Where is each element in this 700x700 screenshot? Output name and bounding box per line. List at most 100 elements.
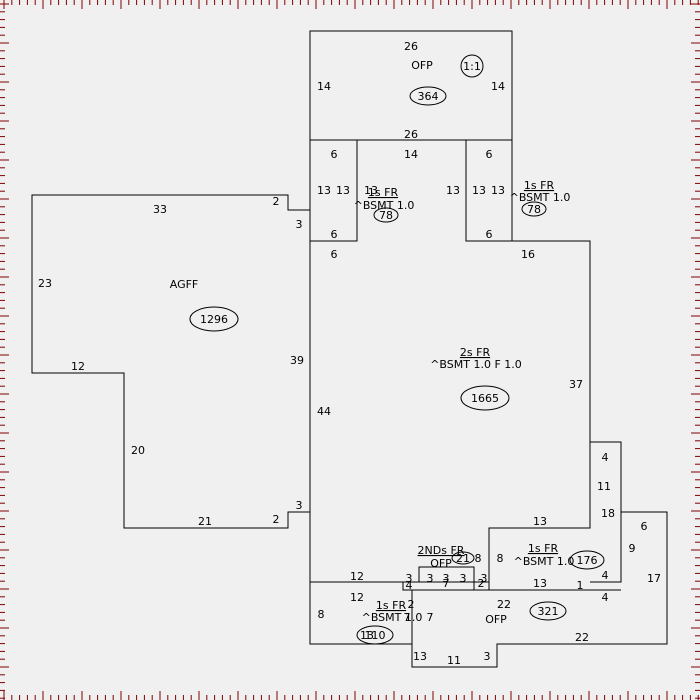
dimension-label: 2 — [408, 598, 415, 611]
agff-area: 1296 — [200, 313, 228, 326]
dimension-label: 3 — [481, 572, 488, 585]
dimension-label: 3 — [460, 572, 467, 585]
dimension-label: 13 — [472, 184, 486, 197]
dimension-label: 13 — [413, 650, 427, 663]
dimension-label: 6 — [486, 228, 493, 241]
dimension-label: 44 — [317, 405, 331, 418]
fr-left-sub: ^BSMT 1.0 — [354, 199, 415, 212]
dimension-label: 22 — [575, 631, 589, 644]
outline-ofp-se — [411, 511, 668, 668]
scale-circle — [460, 54, 484, 78]
area-ellipse-ofp-bottom — [529, 601, 567, 621]
area-ellipse-2nds — [451, 551, 475, 565]
dimension-label: 3 — [406, 572, 413, 585]
outline-fr-se — [488, 582, 621, 591]
fr-right-area: 78 — [527, 203, 541, 216]
dimension-label: 3 — [427, 572, 434, 585]
fr-se-code: 1s FR — [528, 542, 559, 555]
dimension-label: 4 — [602, 451, 609, 464]
dimension-label: 2 — [273, 513, 280, 526]
dimension-label: 3 — [296, 218, 303, 231]
dimension-label: 12 — [350, 591, 364, 604]
dimension-label: 8 — [497, 552, 504, 565]
dimension-label: 6 — [331, 228, 338, 241]
dimension-label: 7 — [404, 611, 411, 624]
dimension-label: 4 — [602, 569, 609, 582]
fr-se-sub: ^BSMT 1.0 — [514, 555, 575, 568]
dimension-label: 26 — [404, 128, 418, 141]
dimension-label: 2 — [273, 195, 280, 208]
dimension-label: 7 — [427, 611, 434, 624]
ofp-top-area: 364 — [418, 90, 439, 103]
dimension-label: 14 — [317, 80, 331, 93]
dimension-label: 2 — [478, 577, 485, 590]
dimension-label: 11 — [597, 480, 611, 493]
outline-main — [309, 240, 591, 582]
dimension-label: 14 — [404, 148, 418, 161]
dimension-label: 3 — [296, 499, 303, 512]
dimension-label: 3 — [484, 650, 491, 663]
area-ellipse-ofp-top — [409, 86, 447, 106]
dimension-label: 14 — [491, 80, 505, 93]
dimension-label: 39 — [290, 354, 304, 367]
dimension-label: 16 — [521, 248, 535, 261]
dimension-label: 6 — [486, 148, 493, 161]
dimension-label: 8 — [475, 552, 482, 565]
ofp-bottom-area: 321 — [538, 605, 559, 618]
dimension-label: 12 — [350, 570, 364, 583]
main-sub: ^BSMT 1.0 F 1.0 — [430, 358, 522, 371]
main-area: 1665 — [471, 392, 499, 405]
outline-fr-right — [465, 140, 513, 242]
dimension-label: 7 — [443, 577, 450, 590]
dimension-label: 6 — [331, 148, 338, 161]
area-ellipse-agff — [189, 306, 239, 332]
dimension-labels: 26 14 14 26 6 14 6 13 13 13 13 13 13 6 6… — [38, 40, 661, 667]
dimension-label: 26 — [404, 40, 418, 53]
ofp-top-code: OFP — [411, 59, 433, 72]
main-code: 2s FR — [460, 346, 491, 359]
fr-left-code: 1s FR — [368, 186, 399, 199]
ofp-bottom-code: OFP — [485, 613, 507, 626]
scale-label: 1:1 — [463, 60, 481, 73]
fr-sw-sub: ^BSMT 1.0 — [362, 611, 423, 624]
agff-code: AGFF — [170, 278, 199, 291]
dimension-label: 23 — [38, 277, 52, 290]
dimension-label: 22 — [497, 598, 511, 611]
outline-agff — [31, 194, 310, 529]
fr-right-code: 1s FR — [524, 179, 555, 192]
dimension-label: 13 — [533, 577, 547, 590]
dimension-label: 12 — [71, 360, 85, 373]
dimension-label: 13 — [317, 184, 331, 197]
area-ellipse-fr-right — [521, 201, 547, 217]
area-ellipse-main — [460, 385, 510, 411]
outline-2nds — [418, 566, 489, 590]
dimension-label: 11 — [447, 654, 461, 667]
dimension-label: 9 — [629, 542, 636, 555]
fr-sw-area: 110 — [365, 629, 386, 642]
dimension-label: 8 — [318, 608, 325, 621]
2nds-area: 21 — [456, 552, 470, 565]
dimension-label: 20 — [131, 444, 145, 457]
fr-sw-code: 1s FR — [376, 599, 407, 612]
area-ellipse-fr-left — [373, 207, 399, 223]
dimension-label: 6 — [331, 248, 338, 261]
area-ellipse-fr-se — [569, 550, 605, 570]
dimension-label: 13 — [446, 184, 460, 197]
outline-fr-left — [309, 140, 358, 242]
fr-left-area: 78 — [379, 209, 393, 222]
dimension-label: 13 — [336, 184, 350, 197]
dimension-label: 33 — [153, 203, 167, 216]
dimension-label: 17 — [647, 572, 661, 585]
dimension-label: 13 — [360, 629, 374, 642]
dimension-label: 13 — [533, 515, 547, 528]
sketch-outlines — [31, 30, 668, 668]
outline-fr-sw — [309, 581, 489, 645]
dimension-label: 4 — [406, 579, 413, 592]
dimension-label: 13 — [491, 184, 505, 197]
dimension-label: 21 — [198, 515, 212, 528]
2nds-sub: OFP — [430, 557, 452, 570]
fr-se-area: 176 — [577, 554, 598, 567]
2nds-code: 2NDs FR — [418, 544, 465, 557]
